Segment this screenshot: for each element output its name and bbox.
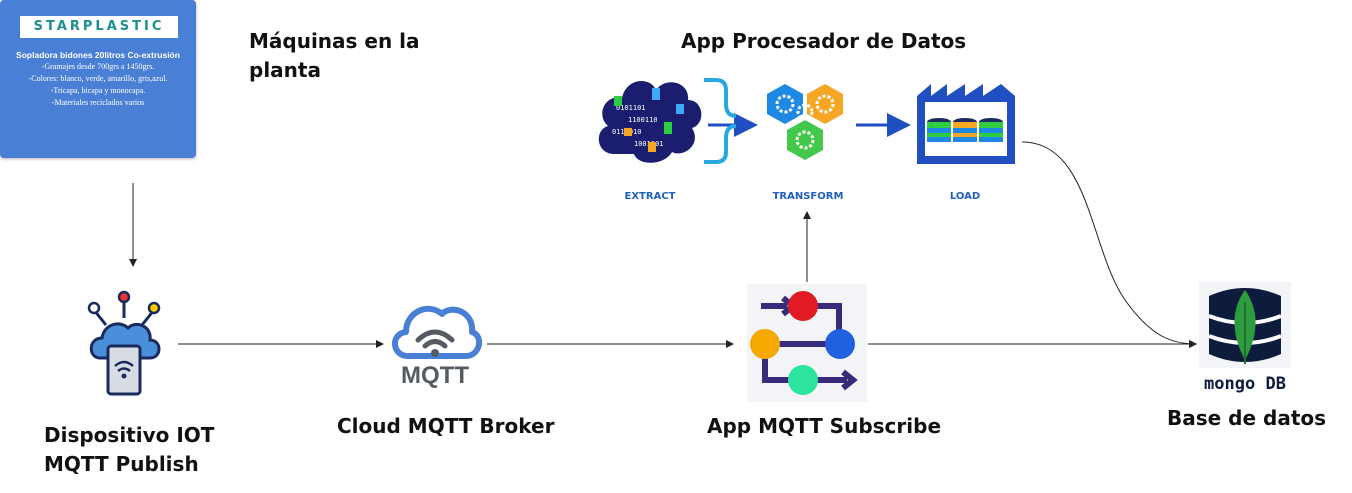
broker-label: Cloud MQTT Broker (337, 414, 555, 438)
processor-title: App Procesador de Datos (681, 29, 967, 53)
machine-spec-line: -Gramajes desde 700grs a 1450grs. (41, 62, 155, 71)
machine-spec-line: -Tricapa, bicapa y monocapa. (50, 86, 146, 95)
database-label: Base de datos (1167, 406, 1327, 430)
mqtt-cloud-icon (392, 305, 482, 359)
flow-process-icon (747, 284, 867, 402)
extract-icon: 0101101 1100110 0111010 1001101 (598, 80, 702, 163)
svg-text:1100110: 1100110 (628, 116, 658, 124)
mongodb-brand-text: mongo DB (1204, 374, 1286, 394)
extract-bracket-icon (704, 78, 737, 164)
transform-gears-icon (767, 84, 843, 160)
machine-card: STARPLASTIC Sopladora bidones 20litros C… (0, 0, 196, 158)
starplastic-logo: STARPLASTIC (20, 16, 178, 38)
machine-spec-line: -Materiales reciclados varios (51, 98, 145, 107)
machine-card-title: Sopladora bidones 20litros Co-extrusión (16, 50, 180, 60)
extract-caption: EXTRACT (624, 191, 676, 202)
load-warehouse-icon (917, 84, 1015, 164)
iot-device-icon (87, 290, 161, 396)
svg-text:0101101: 0101101 (616, 104, 646, 112)
machine-spec-line: -Colores: blanco, verde, amarillo, gris,… (28, 74, 168, 83)
mqtt-icon-text: MQTT (401, 362, 469, 389)
subscriber-label: App MQTT Subscribe (707, 414, 942, 438)
mongodb-database-icon (1199, 282, 1291, 368)
arrow-load-to-database (1021, 141, 1197, 348)
transform-caption: TRANSFORM (772, 191, 844, 202)
machines-title: Máquinas en la planta (249, 29, 420, 82)
load-caption: LOAD (949, 191, 981, 202)
iot-label-line2: MQTT Publish (44, 452, 199, 476)
iot-label-line1: Dispositivo IOT (44, 423, 215, 447)
